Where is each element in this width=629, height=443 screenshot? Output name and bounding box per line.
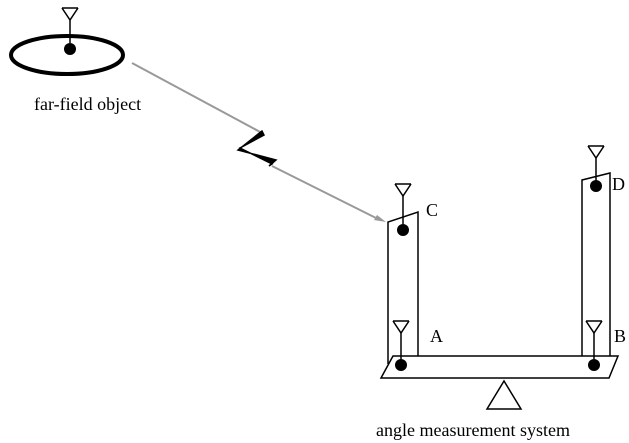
- antenna-icon: [587, 145, 605, 160]
- link-arrowhead: [374, 215, 386, 222]
- antenna-icon: [394, 183, 412, 198]
- antenna-icon: [392, 320, 410, 335]
- signal-link: [131, 62, 386, 222]
- link-line-upper: [131, 62, 263, 134]
- antenna-icon: [61, 7, 79, 22]
- fulcrum-icon: [485, 379, 523, 410]
- measurement-system: C D A: [376, 145, 626, 440]
- receiver-dot-icon: [395, 359, 407, 371]
- link-line-lower: [271, 165, 379, 220]
- receiver-dot-icon: [590, 180, 602, 192]
- label-c: C: [426, 200, 438, 220]
- lightning-signal-icon: [236, 129, 278, 167]
- label-b: B: [614, 326, 626, 346]
- receiver-dot-icon: [64, 43, 76, 55]
- base-plank: [379, 355, 620, 379]
- antenna-b: [585, 320, 603, 371]
- receiver-dot-icon: [397, 224, 409, 236]
- label-a: A: [430, 326, 443, 346]
- system-label: angle measurement system: [376, 420, 570, 440]
- far-field-label: far-field object: [34, 94, 141, 114]
- receiver-dot-icon: [588, 359, 600, 371]
- antenna-icon: [585, 320, 603, 335]
- antenna-a: [392, 320, 410, 371]
- far-field-object: far-field object: [9, 7, 141, 114]
- antenna-c: [394, 183, 412, 236]
- antenna-d: [587, 145, 605, 192]
- object-ellipse: [9, 34, 125, 76]
- right-pillar: [581, 172, 611, 364]
- label-d: D: [612, 174, 625, 194]
